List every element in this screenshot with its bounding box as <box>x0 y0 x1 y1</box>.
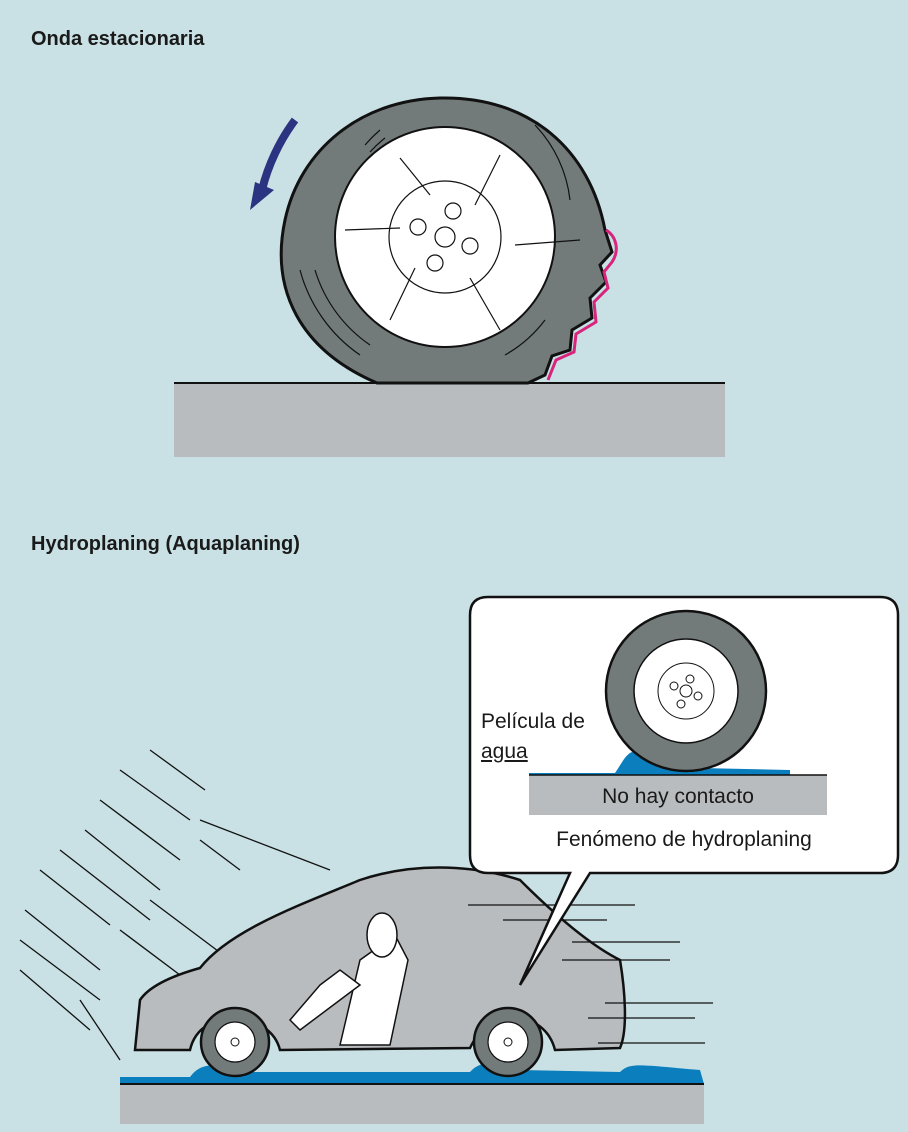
no-contact-label: No hay contacto <box>602 785 754 808</box>
standing-wave-illustration <box>174 96 725 457</box>
water-film-label-line2: agua <box>481 740 528 763</box>
wave-deformation <box>546 228 618 381</box>
tire-icon <box>279 96 618 385</box>
hydroplaning-illustration <box>19 595 900 1124</box>
rotation-arrow-icon <box>258 117 299 191</box>
driver-figure <box>288 912 409 1046</box>
callout-road <box>529 775 827 815</box>
road-surface <box>174 383 725 457</box>
rear-wheel <box>472 1006 544 1078</box>
rain-icon <box>19 749 331 1061</box>
callout-tire-icon <box>604 609 768 773</box>
standing-wave-title: Onda estacionaria <box>31 28 205 50</box>
water-film-label-line1: Película de <box>481 710 585 733</box>
hydroplaning-title: Hydroplaning (Aquaplaning) <box>31 533 300 555</box>
callout-caption: Fenómeno de hydroplaning <box>556 828 812 851</box>
front-wheel <box>199 1006 271 1078</box>
water-layer <box>120 1062 704 1084</box>
road-surface <box>120 1084 704 1124</box>
